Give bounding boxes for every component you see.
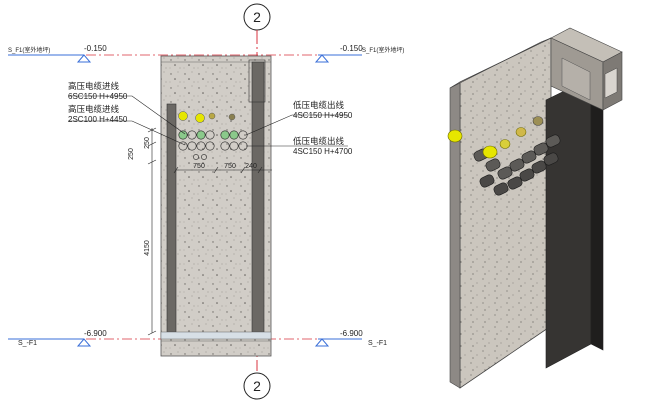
grid-bubble-bottom: [243, 372, 271, 400]
pipe-3d-7: [545, 134, 561, 148]
wall-3d-front: [459, 37, 552, 389]
dim-v-tick-2: [147, 141, 157, 147]
leader-hv-in-1: [68, 95, 186, 135]
grid-label-bottom: 2: [253, 378, 261, 394]
dim-bottom-a: 750: [193, 163, 205, 170]
hv-sleeve-3d-1: [447, 129, 463, 143]
level-value-bottom-right: -6.900: [340, 329, 363, 338]
sleeve-3d-3: [499, 139, 511, 149]
pipe-r1-7: [238, 130, 248, 140]
pipe-bundle-3d: [447, 116, 561, 196]
hv-sleeve-yellow-2: [195, 113, 205, 123]
right-column: [251, 61, 265, 333]
pipe-r2-2: [187, 141, 197, 151]
pipe-3d-9: [493, 182, 509, 196]
sleeve-small-2: [228, 113, 236, 121]
pipe-3d-8: [479, 174, 495, 188]
hv-in-2-title: 高压电缆进线: [68, 104, 120, 114]
pipe-3d-3: [497, 166, 513, 180]
pipe-r2-4: [205, 141, 215, 151]
wall-elevation: [160, 55, 272, 357]
level-triangle-bottom-left: [76, 338, 92, 347]
row-1: [178, 130, 248, 140]
left-column: [166, 103, 177, 333]
hv-sleeve-3d-2: [482, 145, 498, 159]
hv-sleeve-yellow-1: [178, 111, 188, 121]
pipe-r1-3: [196, 130, 206, 140]
lv-out-2-title: 低压电缆出线: [293, 136, 345, 146]
pipe-3d-4: [509, 158, 525, 172]
level-top: [8, 54, 362, 63]
pipe-r2-3: [196, 141, 206, 151]
level-tag-top-right: S_F1(室外地坪): [362, 46, 404, 54]
grid-label-top: 2: [253, 9, 261, 25]
pipe-small-2: [201, 154, 207, 160]
dim-h-tick-4: [257, 166, 263, 174]
grid-axis-top: 2: [243, 3, 271, 31]
level-triangle-bottom-right: [314, 338, 330, 347]
column-3d-front: [545, 77, 592, 369]
dim-h-tick-3: [240, 166, 246, 174]
sleeve-group-elevation: [178, 111, 248, 160]
pipe-r1-2: [187, 130, 197, 140]
wall-3d-view: [449, 27, 623, 389]
pipe-r2-5: [220, 141, 230, 151]
pipe-small-1: [193, 154, 199, 160]
pipe-r2-1: [178, 141, 188, 151]
leader-lv-out-1: [245, 114, 348, 136]
level-value-top-right: -0.150: [340, 44, 363, 53]
dimension-horizontal: [173, 166, 272, 174]
pipe-3d-2: [485, 158, 501, 172]
sleeve-small-1: [208, 112, 216, 120]
leader-hv-in-2: [68, 120, 186, 146]
slab-band: [160, 331, 272, 340]
lv-out-1-title: 低压电缆出线: [293, 100, 345, 110]
pipe-r2-6: [229, 141, 239, 151]
dim-bottom-c: 240: [245, 163, 257, 170]
pipe-3d-6: [533, 142, 549, 156]
pipe-r1-1: [178, 130, 188, 140]
grid-axis-bottom: 2: [243, 372, 271, 400]
dimension-vertical: [147, 127, 157, 336]
beam-3d-recess: [561, 57, 591, 101]
lv-out-1-spec: 4SC150 H+4950: [293, 111, 353, 120]
level-value-bottom-left: -6.900: [84, 329, 107, 338]
pipe-3d-12: [531, 160, 547, 174]
pipe-3d-5: [521, 150, 537, 164]
lv-out-2-spec: 4SC150 H+4700: [293, 147, 353, 156]
pipe-r1-5: [220, 130, 230, 140]
level-tag-bottom-left: S_-F1: [18, 340, 37, 347]
dim-left-lower: 4150: [144, 240, 151, 256]
dim-bottom-b: 750: [224, 163, 236, 170]
dim-left-upper: 250: [128, 148, 135, 160]
level-triangle-top-right: [314, 54, 330, 63]
column-3d-side: [590, 77, 604, 351]
dim-v-tick-3: [147, 159, 157, 165]
hv-in-1-spec: 6SC150 H+4950: [68, 92, 128, 101]
dim-v-tick-4: [147, 330, 157, 336]
hv-in-2-spec: 2SC100 H+4450: [68, 115, 128, 124]
wall-3d-side: [449, 81, 461, 389]
pipe-3d-13: [543, 152, 559, 166]
level-tag-top-left: S_F1(室外地坪): [8, 46, 50, 54]
pipe-3d-10: [507, 176, 523, 190]
hv-in-1-title: 高压电缆进线: [68, 81, 120, 91]
dim-h-tick-1: [173, 166, 179, 174]
leader-lines: [68, 95, 348, 147]
dim-v-tick-1: [147, 127, 157, 133]
pipe-r1-4: [205, 130, 215, 140]
level-triangle-top-left: [76, 54, 92, 63]
pipe-r1-6: [229, 130, 239, 140]
level-tag-bottom-right: S_-F1: [368, 340, 387, 347]
sleeve-3d-5: [532, 116, 544, 126]
pipe-3d-11: [519, 168, 535, 182]
column-bracket: [248, 59, 266, 103]
dim-h-tick-2: [213, 166, 219, 174]
level-value-top-left: -0.150: [84, 44, 107, 53]
beam-3d-opening: [604, 67, 618, 99]
dim-left-small: 250: [144, 137, 151, 149]
sleeve-3d-4: [515, 127, 527, 137]
